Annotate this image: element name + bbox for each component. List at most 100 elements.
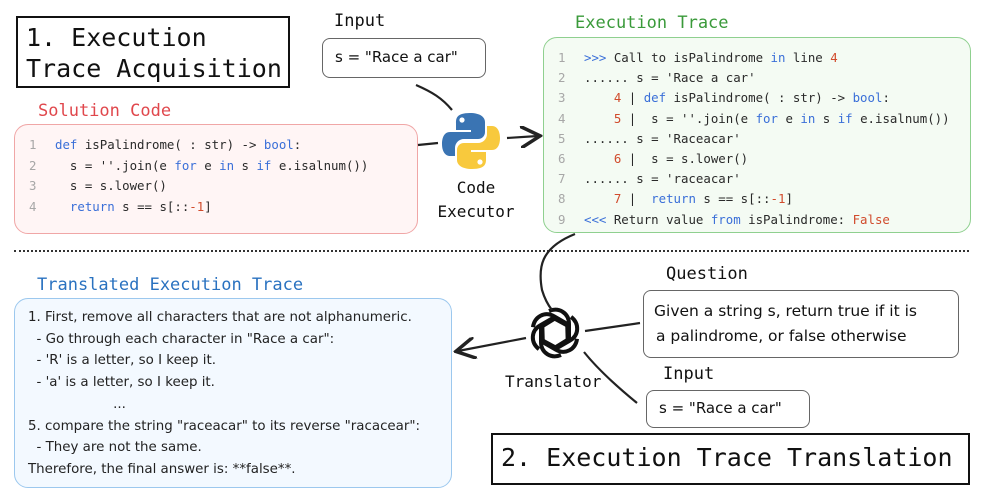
arrow-translator-to-translated — [458, 338, 527, 351]
arrow-trace-to-translator — [539, 232, 576, 311]
code-token: in — [800, 110, 816, 126]
translated-trace-line: Therefore, the final answer is: **false*… — [28, 461, 296, 477]
code-token: in — [770, 50, 786, 65]
code-line: 3 4 | def isPalindrome( : str) -> bool: — [558, 88, 890, 108]
code-token: ...... s = 'raceacar' — [584, 171, 741, 187]
code-token: for — [755, 110, 778, 126]
code-token: s == s[:: — [695, 191, 771, 207]
code-token: : str) -> — [189, 137, 264, 152]
code-token: if — [837, 110, 853, 126]
translated-trace-line: - They are not the same. — [28, 440, 202, 456]
code-token: : — [293, 137, 302, 152]
code-token: 5 — [613, 110, 622, 126]
executor-label: Code Executor — [426, 176, 526, 224]
translated-trace-line: - 'R' is a letter, so I keep it. — [28, 353, 217, 369]
translated-trace-line: 5. compare the string "raceacar" to its … — [28, 418, 421, 434]
code-token: <<< — [584, 211, 607, 227]
arrow-executor-to-trace — [506, 136, 538, 138]
code-token: return — [651, 191, 696, 207]
code-token: ...... s = 'Raceacar' — [584, 130, 741, 146]
stage2-title-box: 2. Execution Trace Translation — [491, 433, 970, 485]
code-token: from — [710, 211, 741, 227]
code-token: e.isalnum()) — [852, 110, 950, 126]
input-top-value: s = "Race a car" — [335, 48, 458, 66]
code-token: isPalindrome( : str) -> — [673, 90, 853, 106]
input-top-box: s = "Race a car" — [322, 38, 486, 78]
code-line: 1 def isPalindrome( : str) -> bool: — [29, 135, 301, 155]
code-token: 4 — [613, 90, 622, 106]
line-number: 2 — [558, 70, 566, 86]
code-token: | s = ''.join(e — [621, 110, 756, 126]
question-text: Given a string s, return true if it is a… — [654, 299, 917, 349]
execution-trace-label: Execution Trace — [575, 13, 729, 33]
code-token: isPalindrome( — [84, 137, 182, 152]
code-token: for — [174, 157, 197, 173]
code-token: e — [777, 110, 801, 126]
code-token: Call to isPalindrome — [606, 50, 771, 65]
stage1-title-line1: 1. Execution — [26, 23, 207, 52]
translated-trace-line: 1. First, remove all characters that are… — [28, 310, 412, 325]
code-token: ] — [785, 191, 793, 207]
line-number: 5 — [558, 130, 566, 146]
section-divider — [14, 250, 969, 252]
code-token: e — [196, 157, 220, 173]
code-token: isPalindrome: — [740, 211, 853, 227]
translated-trace-box: 1. First, remove all characters that are… — [14, 298, 452, 488]
stage1-title-box: 1. Execution Trace Acquisition — [16, 16, 290, 88]
line-number: 4 — [29, 198, 37, 214]
solution-code-label: Solution Code — [38, 101, 172, 121]
code-token: def — [55, 137, 85, 152]
code-token: -1 — [770, 191, 786, 207]
code-token: Return value — [606, 211, 711, 227]
input-bottom-box: s = "Race a car" — [646, 390, 810, 428]
code-token: bool — [852, 90, 883, 106]
question-box: Given a string s, return true if it is a… — [643, 290, 959, 358]
stage1-title-line2: Trace Acquisition — [26, 54, 282, 83]
code-line: 9<<< Return value from isPalindrome: Fal… — [558, 210, 890, 230]
line-number: 9 — [558, 211, 566, 227]
code-token: s — [234, 157, 257, 173]
code-line: 6 6 | s = s.lower() — [558, 149, 748, 169]
code-line: 4 return s == s[::-1] — [29, 197, 212, 217]
line-number: 4 — [558, 110, 566, 126]
execution-trace-lines: 1 >>> Call to isPalindrome in line 4 2....… — [558, 48, 968, 230]
code-token: s = ''.join(e — [55, 157, 175, 173]
code-line: 4 5 | s = ''.join(e for e in s if e.isal… — [558, 109, 950, 129]
line-number: 1 — [558, 50, 566, 65]
translated-trace-label: Translated Execution Trace — [37, 275, 304, 295]
input-top-label: Input — [334, 11, 386, 31]
translated-trace-line: - Go through each character in "Race a c… — [28, 331, 335, 347]
translated-trace-line: - 'a' is a letter, so I keep it. — [28, 375, 215, 391]
code-token: 7 — [613, 191, 622, 207]
arrow-input-to-executor — [415, 83, 453, 111]
code-token: ...... s = 'Race a car' — [584, 70, 756, 86]
code-line: 7...... s = 'raceacar' — [558, 169, 741, 189]
code-token: | — [621, 191, 652, 207]
question-text-line1: Given a string s, return true if it is — [654, 302, 917, 320]
code-token: : — [882, 90, 890, 106]
code-token: >>> — [584, 50, 607, 65]
code-token: bool — [263, 137, 294, 152]
code-token: | — [621, 90, 644, 106]
arrow-code-to-executor — [417, 141, 439, 147]
code-token: line — [785, 50, 831, 65]
executor-label-line2: Executor — [437, 202, 515, 221]
line-number: 8 — [558, 191, 566, 207]
code-token: e.isalnum()) — [271, 157, 369, 173]
code-token: s == s[:: — [114, 198, 190, 214]
code-token: ] — [204, 198, 212, 214]
question-label: Question — [666, 264, 748, 284]
code-token: in — [219, 157, 235, 173]
openai-logo-icon — [527, 305, 583, 361]
question-text-line2: a palindrome, or false otherwise — [656, 327, 907, 345]
line-number: 1 — [29, 137, 37, 152]
execution-trace-box: 1 >>> Call to isPalindrome in line 4 2....… — [543, 37, 971, 233]
translated-trace-lines: 1. First, remove all characters that are… — [28, 307, 448, 483]
stage2-title: 2. Execution Trace Translation — [501, 443, 953, 472]
code-token: 6 — [613, 151, 622, 166]
code-token: s — [815, 110, 838, 126]
translated-trace-line: ... — [28, 396, 126, 412]
